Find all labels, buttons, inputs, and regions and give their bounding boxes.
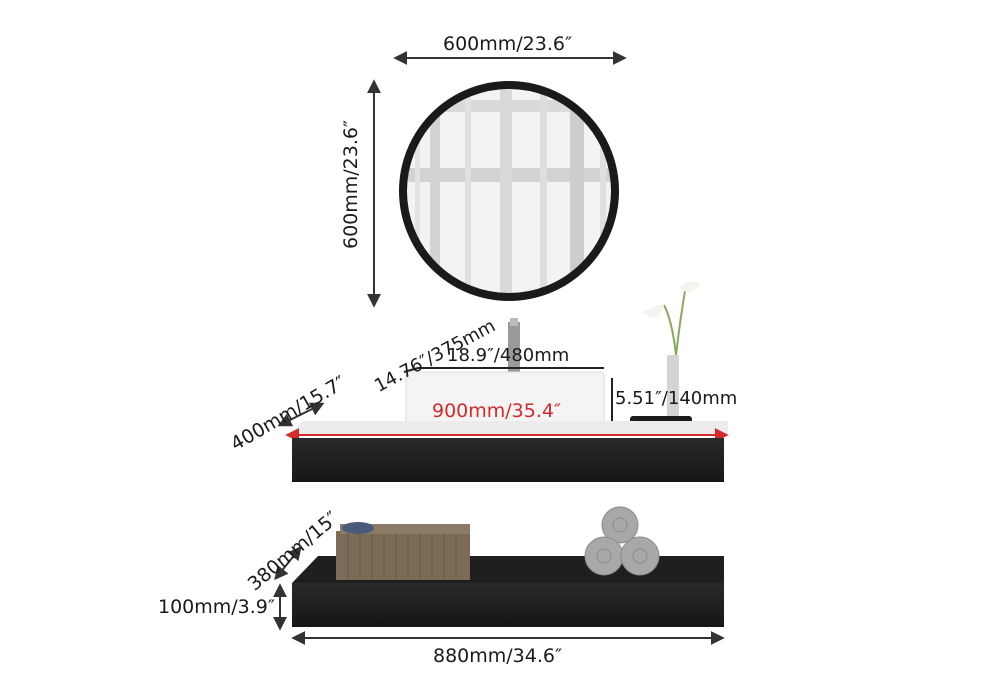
lower-shelf-body <box>292 583 724 627</box>
shelf-depth-dimension-line <box>274 545 302 581</box>
vanity-width-label: 900mm/35.4″ <box>432 400 562 422</box>
mirror-height-label: 600mm/23.6″ <box>340 119 362 249</box>
basin-width-label: 18.9″/480mm <box>447 345 570 366</box>
rolled-towels <box>584 506 660 576</box>
vanity-depth-dimension-line <box>277 402 325 427</box>
mirror-width-label: 600mm/23.6″ <box>443 33 573 55</box>
round-mirror <box>399 81 619 301</box>
shelf-width-label: 880mm/34.6″ <box>433 645 563 667</box>
vanity-shelf-body <box>292 438 724 482</box>
countertop <box>292 421 728 434</box>
basin-height-label: 5.51″/140mm <box>615 388 738 409</box>
shelf-height-label: 100mm/3.9″ <box>158 596 275 618</box>
faucet <box>508 318 520 372</box>
basin-depth-line <box>403 367 419 373</box>
wicker-basket <box>336 522 470 580</box>
